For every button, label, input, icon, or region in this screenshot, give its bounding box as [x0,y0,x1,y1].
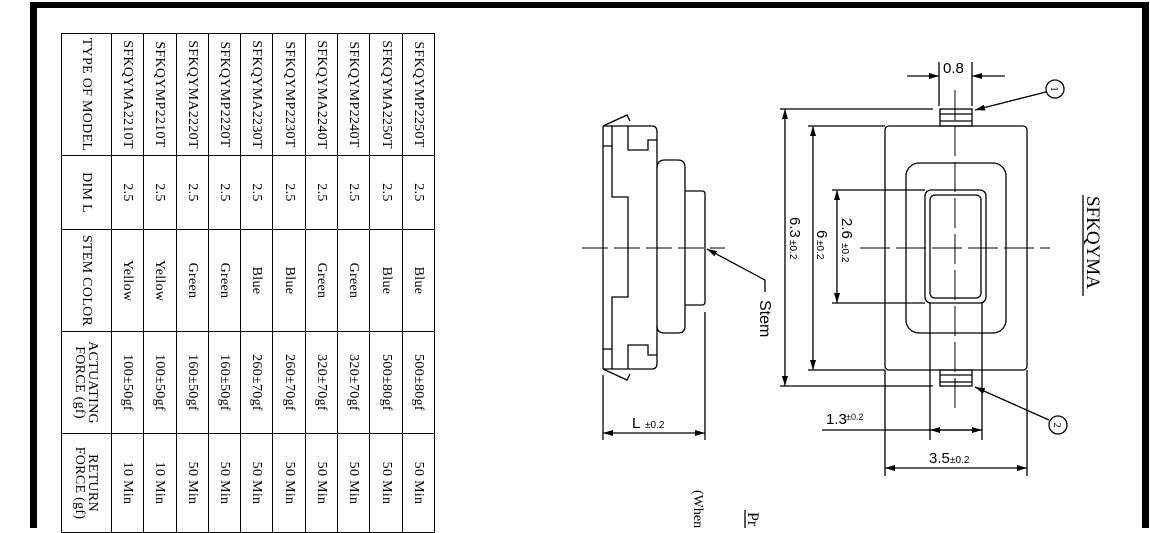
dim-3-5-tolerance: ±0.2 [950,455,970,466]
dim-2-6: 2.6 [838,218,855,239]
dim-1-3: 1.3 [826,411,847,428]
dim-6: 6 [813,230,830,238]
terminal-1-marker [1045,79,1065,99]
terminal-2-label: 2 [1051,422,1063,428]
drawing-frame-right [1142,2,1149,528]
terminal-2-marker [1048,415,1068,435]
dim-0-8: 0.8 [943,60,964,77]
dim-l-label: L [632,415,640,432]
drawing-title: SFKQYMA [1082,196,1103,289]
side-view [582,114,766,440]
drawing-frame-left [30,2,37,528]
dim-2-6-tolerance: ±0.2 [839,243,850,263]
dim-6-3: 6.3 [786,217,803,238]
top-view [744,62,1084,528]
dim-6-tolerance: ±0.2 [814,240,825,260]
dim-1-3-tolerance: ±0.2 [846,412,863,422]
note-when: (When [690,490,705,528]
note-pr: Pr [744,512,761,527]
dim-6-3-tolerance: ±0.2 [787,240,798,260]
stem-label: Stem [756,300,773,337]
stem-leader [706,248,766,292]
drawing-frame-top [30,2,1149,8]
dim-3-5: 3.5 [929,450,950,467]
terminal-1-label: 1 [1048,86,1060,92]
dim-l-tolerance: ±0.2 [645,420,665,431]
